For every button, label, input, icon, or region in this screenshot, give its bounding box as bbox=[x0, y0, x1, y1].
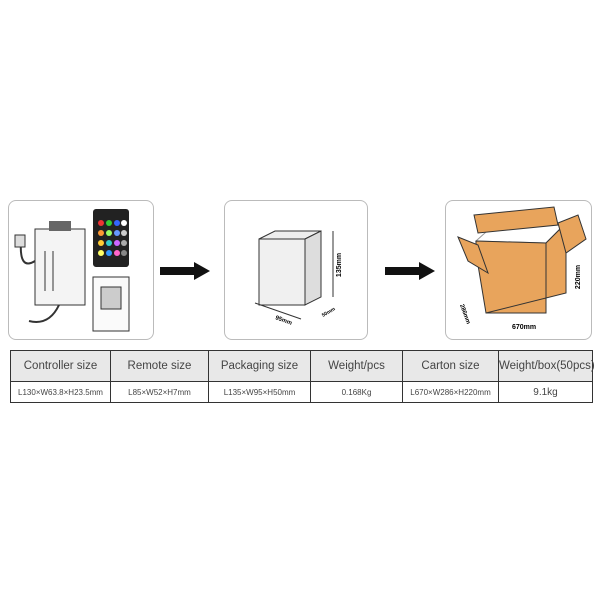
header-controller-size: Controller size bbox=[10, 350, 111, 382]
arrow-right-icon bbox=[385, 262, 435, 280]
controller-size-value: L130×W63.8×H23.5mm bbox=[10, 381, 111, 403]
packaging-depth-label: 50mm bbox=[321, 306, 337, 319]
header-weight-box: Weight/box(50pcs) bbox=[498, 350, 595, 382]
table-row: L130×W63.8×H23.5mm L85×W52×H7mm L135×W95… bbox=[10, 381, 593, 403]
carton-width-label: 670mm bbox=[512, 324, 536, 331]
carton-box-illustration: 220mm 286mm 670mm bbox=[457, 206, 587, 331]
table-header-row: Controller size Remote size Packaging si… bbox=[10, 350, 595, 382]
controller-remote-illustration bbox=[14, 209, 130, 332]
packaging-size-value: L135×W95×H50mm bbox=[208, 381, 311, 403]
header-weight-pcs: Weight/pcs bbox=[310, 350, 403, 382]
remote-buttons bbox=[98, 220, 127, 256]
weight-pcs-value: 0.168Kg bbox=[310, 381, 403, 403]
carton-size-value: L670×W286×H220mm bbox=[402, 381, 499, 403]
header-carton-size: Carton size bbox=[402, 350, 499, 382]
product-panel bbox=[8, 200, 154, 340]
carton-height-label: 220mm bbox=[575, 265, 582, 289]
remote-size-value: L85×W52×H7mm bbox=[110, 381, 209, 403]
carton-depth-label: 286mm bbox=[458, 304, 471, 325]
header-remote-size: Remote size bbox=[110, 350, 209, 382]
carton-panel: 220mm 286mm 670mm bbox=[445, 200, 592, 340]
spec-table: Controller size Remote size Packaging si… bbox=[10, 350, 595, 403]
packaging-width-label: 95mm bbox=[274, 315, 292, 327]
arrow-right-icon bbox=[160, 262, 210, 280]
packaging-height-label: 135mm bbox=[336, 253, 343, 277]
weight-box-value: 9.1kg bbox=[498, 381, 593, 403]
packaging-box-illustration: 135mm 95mm 50mm bbox=[254, 230, 343, 327]
packaging-panel: 135mm 95mm 50mm bbox=[224, 200, 368, 340]
header-packaging-size: Packaging size bbox=[208, 350, 311, 382]
